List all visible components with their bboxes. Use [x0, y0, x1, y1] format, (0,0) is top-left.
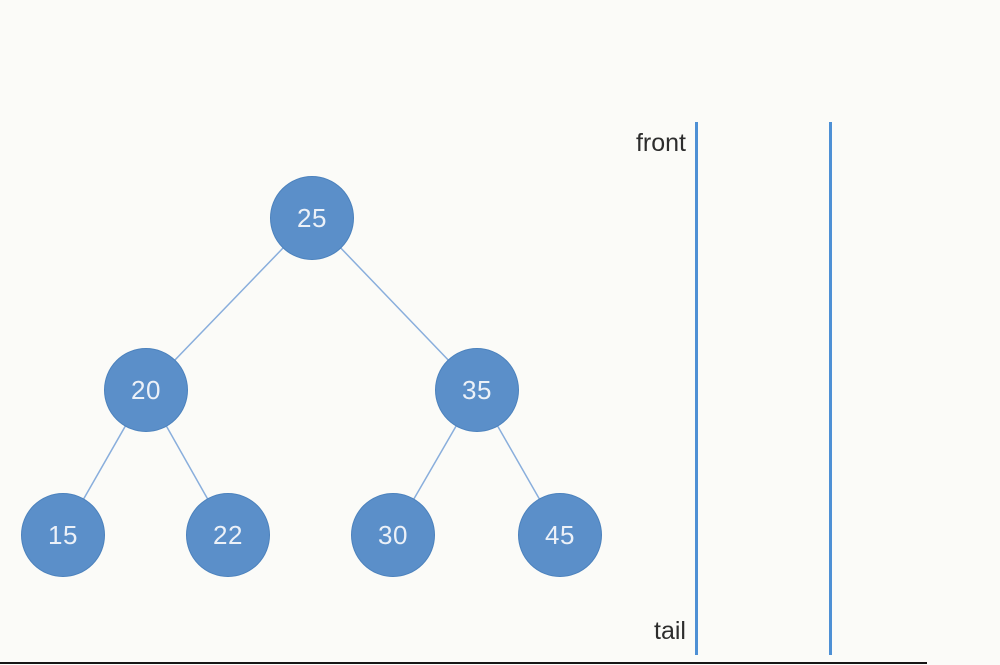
- tree-node-left: 20: [104, 348, 188, 432]
- tree-node-leaf-4: 45: [518, 493, 602, 577]
- queue-front-label: front: [635, 129, 686, 157]
- queue-right-line: [829, 122, 832, 655]
- queue-left-line: [695, 122, 698, 655]
- tree-node-right: 35: [435, 348, 519, 432]
- tree-node-root: 25: [270, 176, 354, 260]
- tree-node-leaf-2: 22: [186, 493, 270, 577]
- queue-tail-label: tail: [654, 617, 686, 645]
- tree-node-leaf-1: 15: [21, 493, 105, 577]
- tree-node-leaf-3: 30: [351, 493, 435, 577]
- bottom-line: [0, 662, 927, 664]
